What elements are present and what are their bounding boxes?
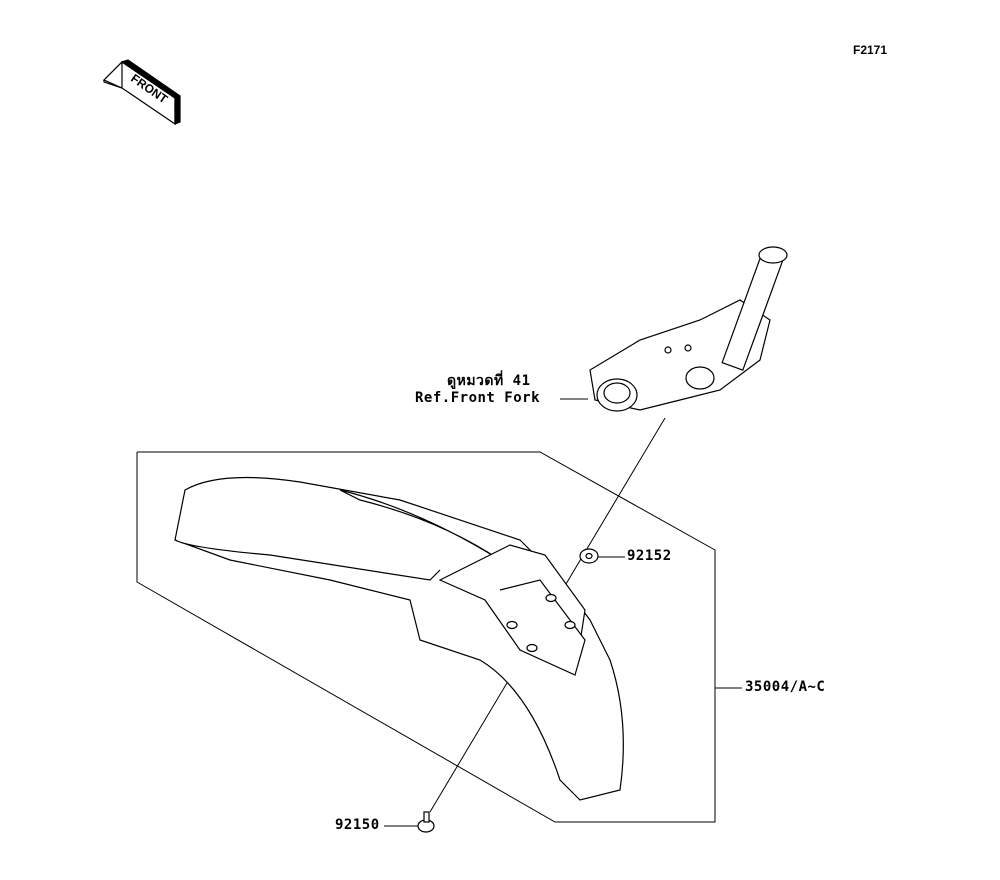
reference-thai-label: ดูหมวดที่ 41 — [447, 373, 531, 389]
reference-front-fork-label[interactable]: Ref.Front Fork — [415, 390, 541, 406]
part-number-92150[interactable]: 92150 — [335, 817, 380, 833]
assembly-outline — [136, 451, 716, 823]
diagram-code: F2171 — [853, 43, 888, 57]
front-fork-bracket — [589, 246, 788, 412]
part-number-92152[interactable]: 92152 — [627, 548, 672, 564]
part-number-35004[interactable]: 35004/A~C — [745, 679, 826, 695]
screw-92150 — [417, 811, 435, 833]
front-fender — [174, 476, 624, 801]
washer-92152 — [579, 548, 599, 564]
front-arrow-icon: FRONT — [102, 59, 181, 126]
